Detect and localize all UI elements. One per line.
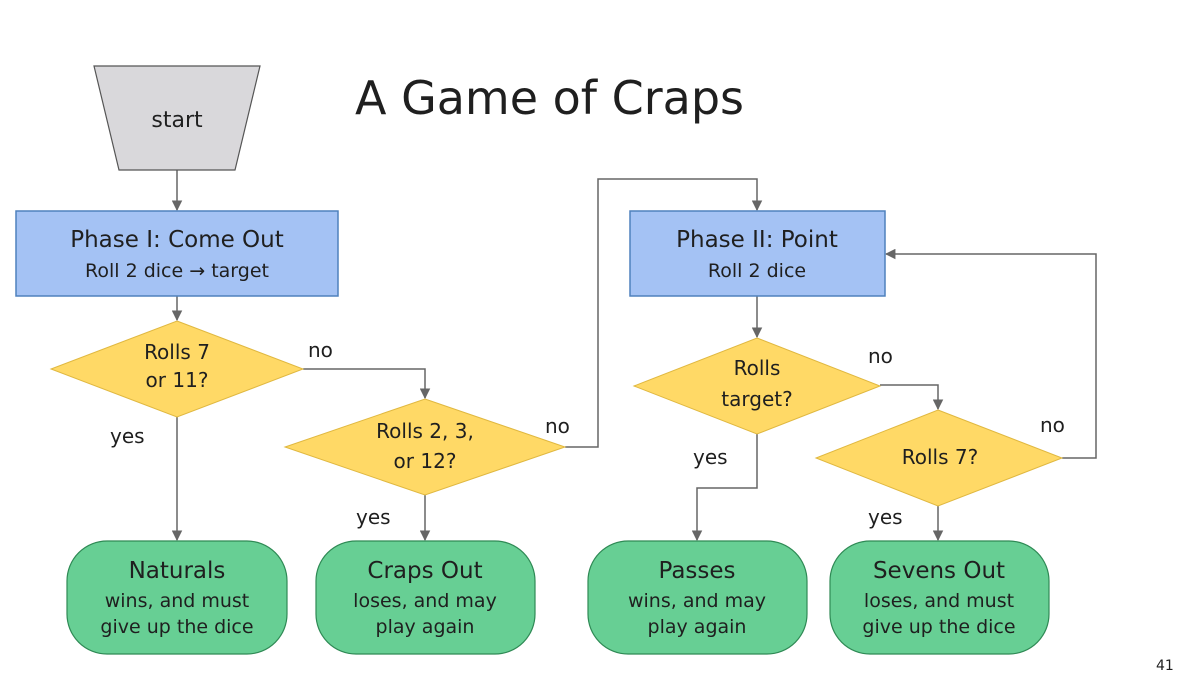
edge-rolls-target-no xyxy=(880,384,944,411)
phase1-box xyxy=(15,210,339,297)
decision-rolls-7-shape xyxy=(814,409,1064,507)
page-number: 41 xyxy=(1156,658,1174,674)
outcome-sevens-out-line2: give up the dice xyxy=(862,616,1015,638)
decision-rolls-7-or-11-line1: Rolls 7 xyxy=(144,340,210,364)
phase1-title: Phase I: Come Out xyxy=(70,227,284,253)
outcome-sevens-out: Sevens Out loses, and must give up the d… xyxy=(829,540,1050,655)
decision-rolls-2-3-or-12-shape xyxy=(283,398,567,496)
phase2-node: Phase II: Point Roll 2 dice xyxy=(629,210,886,297)
phase2-box xyxy=(629,210,886,297)
start-node: start xyxy=(93,65,261,171)
start-label: start xyxy=(151,108,203,133)
decision-rolls-7-or-11: Rolls 7 or 11? xyxy=(49,320,305,418)
edge-rolls-7-11-no xyxy=(303,368,431,400)
outcome-sevens-out-title: Sevens Out xyxy=(873,558,1005,584)
edge-rolls-2-3-12-no xyxy=(565,178,763,448)
outcome-naturals: Naturals wins, and must give up the dice xyxy=(66,540,288,655)
outcome-naturals-title: Naturals xyxy=(129,558,226,584)
decision-rolls-7: Rolls 7? xyxy=(814,409,1064,507)
edge-label-rolls-2-3-12-no: no xyxy=(545,414,570,438)
outcome-craps-out-shape xyxy=(315,540,536,655)
outcome-passes-line2: play again xyxy=(648,616,747,638)
outcome-sevens-out-shape xyxy=(829,540,1050,655)
start-shape xyxy=(93,65,261,171)
decision-rolls-7-or-11-shape xyxy=(49,320,305,418)
decision-rolls-2-3-or-12: Rolls 2, 3, or 12? xyxy=(283,398,567,496)
decision-rolls-target-shape xyxy=(632,337,882,435)
edge-label-rolls-7-no: no xyxy=(1040,413,1065,437)
outcome-naturals-line1: wins, and must xyxy=(105,590,250,612)
decision-rolls-target-line1: Rolls xyxy=(734,356,781,380)
decision-rolls-7-or-11-line2: or 11? xyxy=(146,368,209,392)
edge-label-rolls-target-no: no xyxy=(868,344,893,368)
outcome-naturals-line2: give up the dice xyxy=(100,616,253,638)
edge-label-rolls-7-11-yes: yes xyxy=(110,424,145,448)
decision-rolls-7-label: Rolls 7? xyxy=(902,445,978,469)
outcome-passes-title: Passes xyxy=(658,558,735,584)
outcome-naturals-shape xyxy=(66,540,288,655)
decision-rolls-2-3-or-12-line1: Rolls 2, 3, xyxy=(376,419,474,443)
outcome-passes: Passes wins, and may play again xyxy=(587,540,808,655)
edge-label-rolls-2-3-12-yes: yes xyxy=(356,505,391,529)
edge-rolls-7-no xyxy=(884,248,1097,459)
outcome-passes-line1: wins, and may xyxy=(628,590,766,612)
page-title: A Game of Craps xyxy=(355,71,744,125)
phase1-node: Phase I: Come Out Roll 2 dice → target xyxy=(15,210,339,297)
edge-label-rolls-7-yes: yes xyxy=(868,505,903,529)
phase2-subtitle: Roll 2 dice xyxy=(708,260,806,282)
outcome-craps-out-line2: play again xyxy=(376,616,475,638)
outcome-craps-out: Craps Out loses, and may play again xyxy=(315,540,536,655)
outcome-craps-out-title: Craps Out xyxy=(367,558,482,584)
outcome-craps-out-line1: loses, and may xyxy=(353,590,497,612)
outcome-passes-shape xyxy=(587,540,808,655)
phase2-title: Phase II: Point xyxy=(676,227,838,253)
decision-rolls-target: Rolls target? xyxy=(632,337,882,435)
phase1-subtitle: Roll 2 dice → target xyxy=(85,260,269,282)
decision-rolls-target-line2: target? xyxy=(721,387,792,411)
edge-rolls-target-yes xyxy=(691,434,758,542)
decision-rolls-2-3-or-12-line2: or 12? xyxy=(394,449,457,473)
edge-label-rolls-7-11-no: no xyxy=(308,338,333,362)
edge-label-rolls-target-yes: yes xyxy=(693,445,728,469)
outcome-sevens-out-line1: loses, and must xyxy=(864,590,1014,612)
